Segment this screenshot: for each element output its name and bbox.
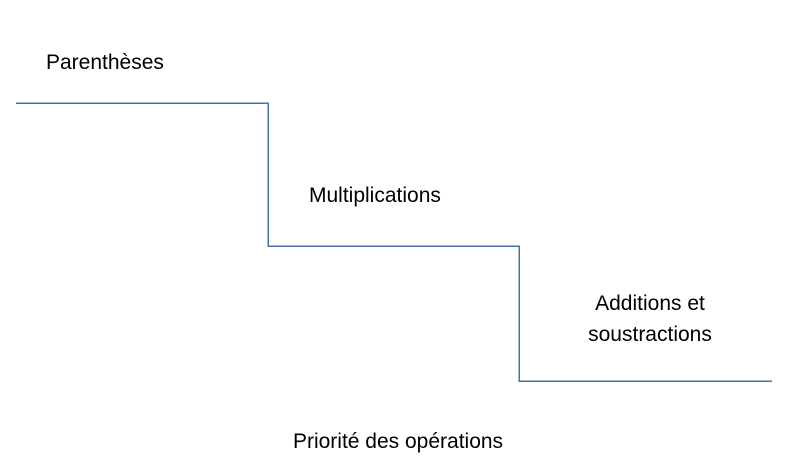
step-label-additions-soustractions: Additions et soustractions	[568, 288, 732, 350]
step-label-additions-line2: soustractions	[588, 323, 712, 346]
diagram-caption: Priorité des opérations	[292, 430, 504, 453]
step-label-additions-line1: Additions et	[595, 292, 705, 315]
staircase-path	[16, 102, 772, 382]
step-label-multiplications: Multiplications	[309, 184, 441, 207]
step-label-parentheses: Parenthèses	[46, 51, 164, 74]
